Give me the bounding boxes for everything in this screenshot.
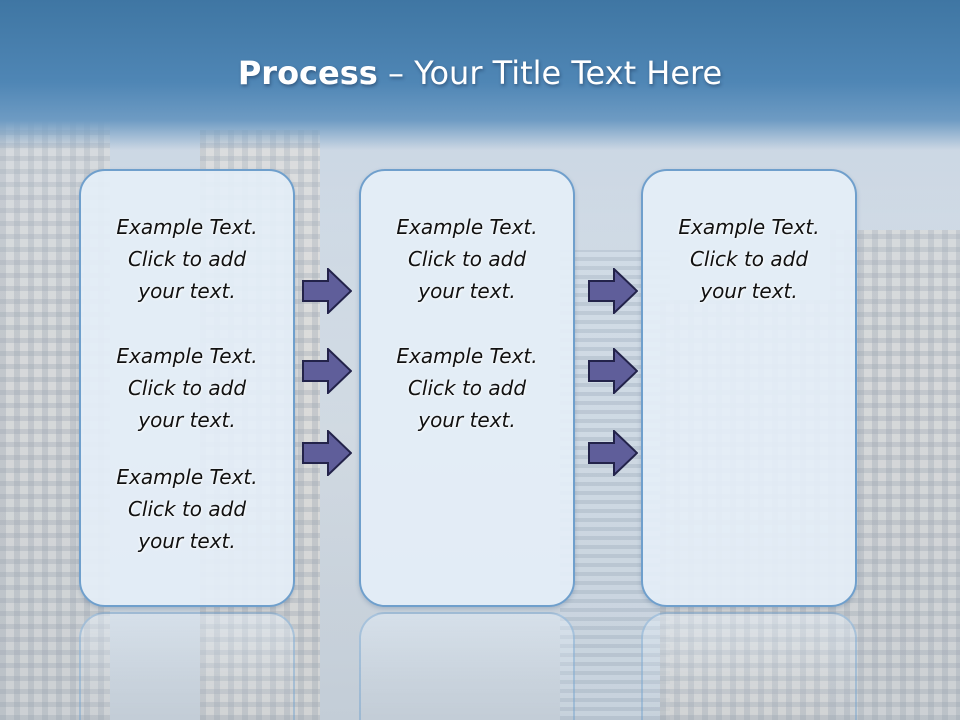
arrow-right-icon [302,430,352,476]
text-line: Click to add [127,376,247,400]
text-line: your text. [138,529,236,553]
text-line: Click to add [689,247,809,271]
text-placeholder[interactable]: Example Text. Click to add your text. [81,461,293,557]
text-line: your text. [418,408,516,432]
process-panel-1[interactable]: Example Text. Click to add your text. Ex… [79,169,295,607]
text-line: Example Text. [116,344,258,368]
text-line: Example Text. [678,215,820,239]
text-line: Click to add [127,247,247,271]
panel-reflection [79,612,295,720]
text-placeholder[interactable]: Example Text. Click to add your text. [361,211,573,307]
panel-reflection [359,612,575,720]
text-placeholder[interactable]: Example Text. Click to add your text. [643,211,855,307]
process-panel-3[interactable]: Example Text. Click to add your text. [641,169,857,607]
text-line: your text. [138,279,236,303]
text-line: your text. [138,408,236,432]
process-panel-2[interactable]: Example Text. Click to add your text. Ex… [359,169,575,607]
text-line: Click to add [407,376,527,400]
text-line: Click to add [407,247,527,271]
text-line: Example Text. [396,344,538,368]
text-line: Example Text. [116,215,258,239]
title-bold: Process [237,54,378,92]
arrow-right-icon [302,348,352,394]
title-rest: – Your Title Text Here [377,54,723,92]
text-line: your text. [700,279,798,303]
text-line: Click to add [127,497,247,521]
slide-title[interactable]: Process – Your Title Text Here [0,54,960,92]
arrow-right-icon [588,430,638,476]
arrow-right-icon [588,268,638,314]
text-line: Example Text. [396,215,538,239]
arrow-right-icon [588,348,638,394]
text-placeholder[interactable]: Example Text. Click to add your text. [81,211,293,307]
arrow-right-icon [302,268,352,314]
text-placeholder[interactable]: Example Text. Click to add your text. [81,340,293,436]
text-placeholder[interactable]: Example Text. Click to add your text. [361,340,573,436]
text-line: Example Text. [116,465,258,489]
title-banner [0,0,960,150]
panel-reflection [641,612,857,720]
text-line: your text. [418,279,516,303]
